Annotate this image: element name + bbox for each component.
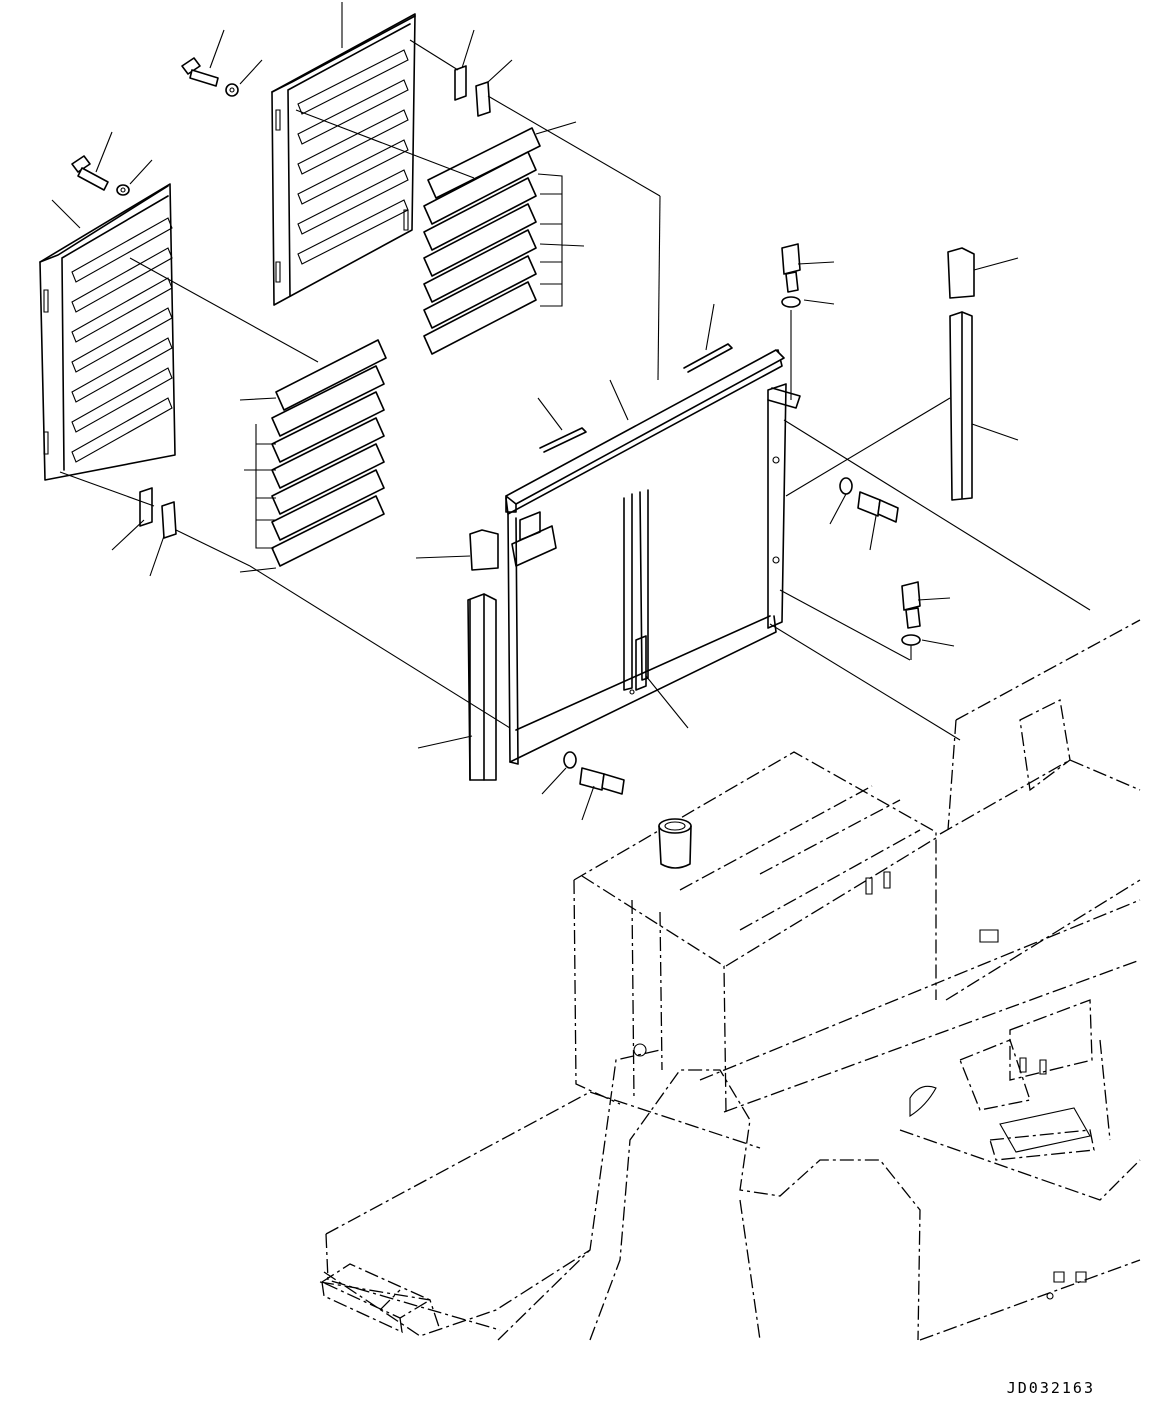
left-cover-bolt [72, 156, 129, 195]
top-rail-bar [506, 350, 784, 512]
filler-neck [659, 819, 691, 868]
lower-clips [140, 488, 176, 538]
left-post [468, 530, 498, 780]
body-details [634, 872, 1090, 1299]
drawing-number: JD032163 [1006, 1379, 1095, 1397]
top-louver-cover [272, 14, 415, 305]
upper-louver-blade-stack [424, 128, 540, 354]
projection-lines [60, 40, 1090, 740]
leader-lines [52, 2, 1018, 820]
left-louver-cover [40, 184, 175, 480]
top-clips [455, 66, 490, 116]
step [322, 1264, 430, 1332]
lower-louver-blade-stack [272, 340, 386, 566]
machine-body-phantom [320, 620, 1140, 1340]
wire-clips [540, 344, 732, 452]
top-cover-bolt [182, 58, 238, 96]
louver-frame [506, 350, 800, 764]
right-post [948, 248, 974, 500]
frame-bolts [564, 244, 920, 794]
